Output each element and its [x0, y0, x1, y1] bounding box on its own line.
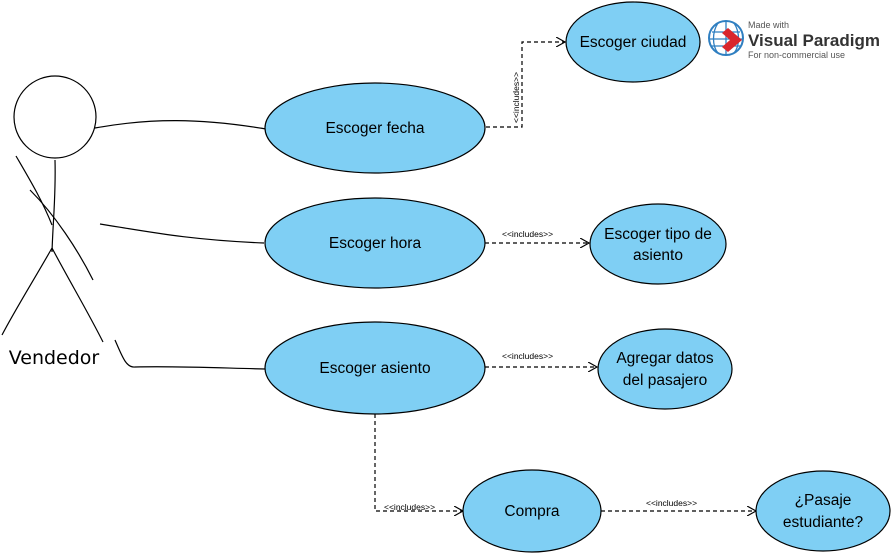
- actor-leg-left: [1, 247, 53, 336]
- usecase-compra[interactable]: Compra: [462, 469, 602, 553]
- association-escoger-hora: [99, 223, 265, 244]
- actor-arm-right: [29, 189, 94, 281]
- usecase-escoger-ciudad-label: Escoger ciudad: [580, 34, 687, 51]
- usecase-agregar-datos-pasajero[interactable]: Agregar datos del pasajero: [597, 328, 733, 410]
- actor-body: [51, 159, 56, 253]
- include-asiento-agregar-label: <<includes>>: [502, 351, 553, 361]
- include-fecha-ciudad: [486, 42, 565, 128]
- usecase-pasaje-estudiante[interactable]: ¿Pasaje estudiante?: [755, 470, 891, 552]
- usecase-escoger-ciudad[interactable]: Escoger ciudad: [565, 1, 701, 83]
- usecase-escoger-tipo-asiento-label-2: asiento: [633, 247, 683, 264]
- usecase-pasaje-estudiante-label-1: ¿Pasaje: [795, 492, 852, 509]
- include-asiento-compra: [374, 414, 463, 511]
- watermark-made-with: Made with: [748, 20, 789, 30]
- usecase-compra-label: Compra: [504, 503, 560, 520]
- include-fecha-ciudad-label: <<includes>>: [511, 72, 521, 123]
- usecase-agregar-datos-label-1: Agregar datos: [616, 350, 714, 367]
- watermark-background: [703, 9, 883, 69]
- watermark-brand: Visual Paradigm: [748, 31, 880, 50]
- visual-paradigm-logo-icon: [708, 20, 744, 56]
- usecase-escoger-tipo-asiento-label-1: Escoger tipo de: [604, 226, 712, 243]
- actor-label: Vendedor: [9, 347, 100, 369]
- usecase-agregar-datos-label-2: del pasajero: [623, 372, 707, 389]
- include-hora-tipo-label: <<includes>>: [502, 229, 553, 239]
- include-compra-pasaje-label: <<includes>>: [646, 498, 697, 508]
- watermark-non-commercial: For non-commercial use: [748, 50, 845, 60]
- actor-leg-right: [51, 247, 104, 343]
- usecase-escoger-asiento-label: Escoger asiento: [319, 360, 430, 377]
- usecase-escoger-fecha-label: Escoger fecha: [325, 120, 424, 137]
- usecase-pasaje-estudiante-label-2: estudiante?: [783, 514, 864, 531]
- association-escoger-asiento: [114, 339, 266, 370]
- actor-head: [13, 75, 97, 159]
- actor-vendedor[interactable]: Vendedor: [1, 75, 104, 369]
- include-asiento-compra-label: <<includes>>: [384, 502, 435, 512]
- usecase-escoger-hora-label: Escoger hora: [329, 235, 422, 252]
- usecase-escoger-tipo-asiento[interactable]: Escoger tipo de asiento: [589, 203, 727, 285]
- usecase-escoger-fecha[interactable]: Escoger fecha: [264, 82, 486, 174]
- visual-paradigm-watermark: Made with Visual Paradigm For non-commer…: [703, 9, 883, 69]
- actor-arm-left: [15, 155, 53, 226]
- association-escoger-fecha: [94, 120, 267, 130]
- usecase-escoger-asiento[interactable]: Escoger asiento: [264, 321, 486, 415]
- usecase-escoger-hora[interactable]: Escoger hora: [264, 197, 486, 289]
